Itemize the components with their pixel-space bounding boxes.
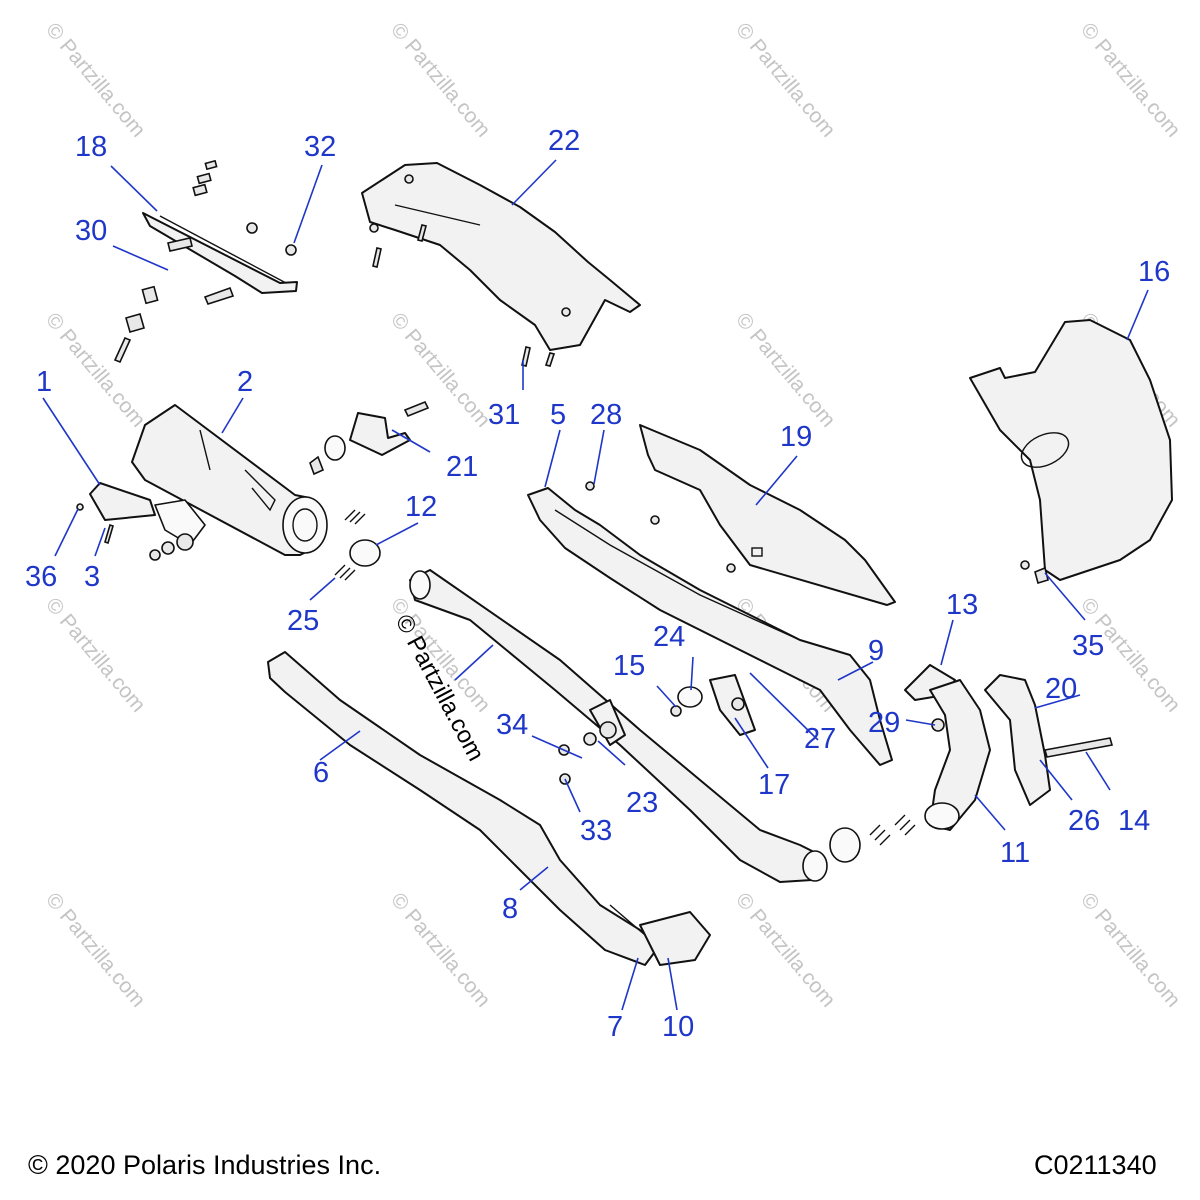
part-16-heat-shield bbox=[969, 319, 1173, 585]
part-2-muffler bbox=[131, 404, 328, 561]
callout-3: 3 bbox=[84, 561, 100, 593]
callout-7: 7 bbox=[607, 1011, 623, 1043]
part-21-bracket bbox=[309, 400, 430, 581]
callout-19: 19 bbox=[780, 421, 812, 453]
callout-13: 13 bbox=[946, 589, 978, 621]
callout-9: 9 bbox=[868, 635, 884, 667]
callout-8: 8 bbox=[502, 893, 518, 925]
callout-23: 23 bbox=[626, 787, 658, 819]
watermark-text: © Partzilla.com bbox=[731, 18, 840, 141]
part-1-tip bbox=[76, 482, 156, 545]
callout-12: 12 bbox=[405, 491, 437, 523]
callout-28: 28 bbox=[590, 399, 622, 431]
callout-11: 11 bbox=[1000, 837, 1030, 869]
watermark-text: © Partzilla.com bbox=[731, 308, 840, 431]
callout-27: 27 bbox=[804, 723, 836, 755]
diagram-code: C0211340 bbox=[1034, 1150, 1157, 1180]
callout-6: 6 bbox=[313, 757, 329, 789]
part-11-13-20-14-headers bbox=[559, 664, 1114, 863]
callout-15: 15 bbox=[613, 650, 645, 682]
callout-18: 18 bbox=[75, 131, 107, 163]
callout-25: 25 bbox=[287, 605, 319, 637]
callout-32: 32 bbox=[304, 131, 336, 163]
part-5-9-heat-shields bbox=[527, 481, 893, 766]
part-18-heat-shield bbox=[113, 159, 298, 364]
callout-29: 29 bbox=[868, 707, 900, 739]
watermark-text: © Partzilla.com bbox=[41, 593, 150, 716]
callout-33: 33 bbox=[580, 815, 612, 847]
callout-labels: 18 32 30 22 16 1 2 21 31 5 28 19 12 36 3… bbox=[25, 125, 1170, 1043]
callout-1: 1 bbox=[36, 366, 52, 398]
callout-21: 21 bbox=[446, 451, 478, 483]
callout-26: 26 bbox=[1068, 805, 1100, 837]
watermark-text: © Partzilla.com bbox=[41, 888, 150, 1011]
watermark-text: © Partzilla.com bbox=[41, 18, 150, 141]
callout-24: 24 bbox=[653, 621, 685, 653]
watermark-text: © Partzilla.com bbox=[731, 888, 840, 1011]
watermark-text: © Partzilla.com bbox=[1076, 18, 1185, 141]
part-6-8-lower-pipe bbox=[267, 651, 711, 966]
part-19-heat-shield bbox=[639, 424, 896, 606]
callout-35: 35 bbox=[1072, 630, 1104, 662]
part-4-head-pipe bbox=[409, 569, 828, 883]
watermark-text: © Partzilla.com bbox=[386, 888, 495, 1011]
watermark-text: © Partzilla.com bbox=[1076, 888, 1185, 1011]
callout-30: 30 bbox=[75, 215, 107, 247]
callout-22: 22 bbox=[548, 125, 580, 157]
callout-10: 10 bbox=[662, 1011, 694, 1043]
copyright-text: © 2020 Polaris Industries Inc. bbox=[28, 1150, 381, 1180]
callout-20: 20 bbox=[1045, 673, 1077, 705]
callout-36: 36 bbox=[25, 561, 57, 593]
leader-lines bbox=[42, 159, 1149, 1011]
callout-14: 14 bbox=[1118, 805, 1150, 837]
callout-34: 34 bbox=[496, 709, 528, 741]
watermark-text: © Partzilla.com bbox=[386, 308, 495, 431]
callout-16: 16 bbox=[1138, 256, 1170, 288]
part-22-heat-shield bbox=[361, 162, 641, 367]
callout-31: 31 bbox=[488, 399, 520, 431]
callout-2: 2 bbox=[237, 366, 253, 398]
callout-5: 5 bbox=[550, 399, 566, 431]
watermark-text: © Partzilla.com bbox=[386, 18, 495, 141]
callout-17: 17 bbox=[758, 769, 790, 801]
